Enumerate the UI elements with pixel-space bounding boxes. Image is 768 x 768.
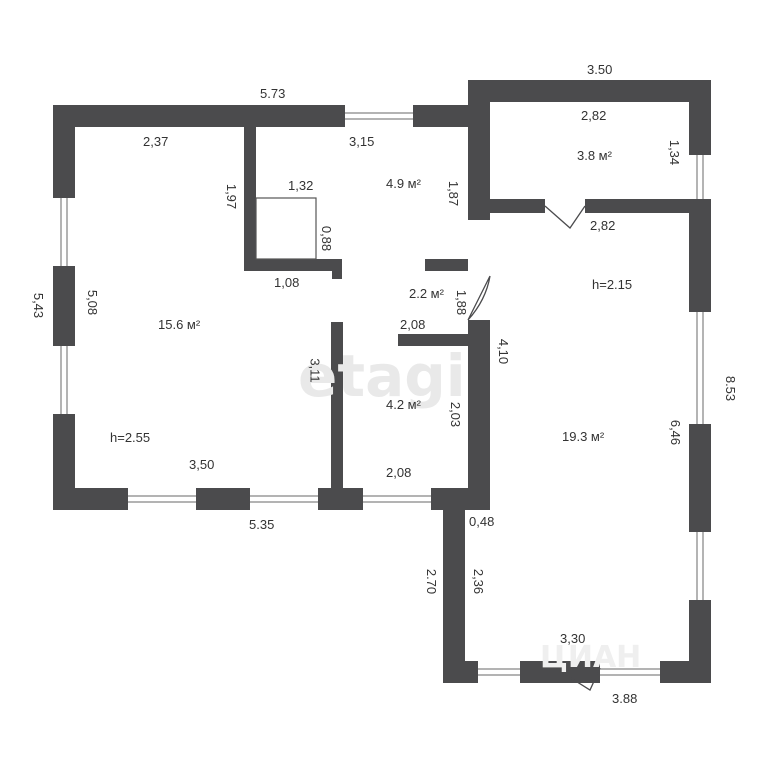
window-left-upper bbox=[53, 198, 75, 266]
dim-bottom-left: 5.35 bbox=[249, 517, 275, 532]
hall-area: 2.2 м² bbox=[409, 286, 444, 301]
wall-outer-left bbox=[53, 105, 75, 510]
window-bottom-3 bbox=[363, 488, 431, 510]
wall-small-top bbox=[398, 334, 468, 346]
hall-side-dim: 1,88 bbox=[454, 289, 470, 316]
window-bottom-right-2 bbox=[600, 661, 660, 683]
window-right-low bbox=[689, 532, 711, 600]
window-right-top bbox=[689, 155, 711, 199]
dim-step-width: 0,48 bbox=[469, 514, 495, 529]
small-right-dim: 2,03 bbox=[448, 401, 464, 428]
wall-top-right-bottom-b bbox=[585, 199, 700, 213]
big-lower-left-dim: 2,36 bbox=[471, 568, 487, 595]
window-top bbox=[345, 105, 413, 127]
wall-bath-left bbox=[244, 127, 256, 269]
window-right-mid bbox=[689, 312, 711, 424]
window-bottom-right-1 bbox=[478, 661, 520, 683]
topright-area: 3.8 м² bbox=[577, 148, 612, 163]
bath-area: 4.9 м² bbox=[386, 176, 421, 191]
small-area: 4.2 м² bbox=[386, 397, 421, 412]
living-area: 15.6 м² bbox=[158, 317, 201, 332]
watermark-corner: ЦИАН bbox=[540, 640, 642, 675]
wall-right-block-top bbox=[468, 80, 711, 102]
closet-height-dim: 0,88 bbox=[319, 225, 335, 252]
wall-step-vertical bbox=[468, 320, 490, 510]
big-height: h=2.15 bbox=[592, 277, 633, 292]
window-bottom-1 bbox=[128, 488, 196, 510]
wall-lower-left-step bbox=[443, 510, 465, 683]
window-bottom-2 bbox=[250, 488, 318, 510]
big-bottom-dim: 3,30 bbox=[560, 631, 586, 646]
big-left-dim: 4,10 bbox=[496, 338, 512, 365]
bath-left-dim: 1,97 bbox=[224, 183, 240, 210]
living-side-dim: 5,08 bbox=[85, 289, 101, 316]
hall-bottom-dim: 2,08 bbox=[400, 317, 426, 332]
closet-width-dim: 1,32 bbox=[288, 178, 314, 193]
wall-bath-bottom bbox=[244, 259, 342, 271]
window-left-lower bbox=[53, 346, 75, 414]
wall-hall-stub bbox=[425, 259, 468, 271]
wall-bath-stub bbox=[332, 259, 342, 279]
dim-top-left-wall: 5.73 bbox=[260, 86, 286, 101]
door-entrance bbox=[554, 667, 601, 691]
dim-bottom-right: 3.88 bbox=[612, 691, 638, 706]
living-height: h=2.55 bbox=[110, 430, 151, 445]
closet-outline bbox=[255, 197, 317, 260]
watermark-brand: etagi bbox=[298, 342, 466, 410]
topright-top-dim: 2,82 bbox=[581, 108, 607, 123]
wall-living-right bbox=[331, 322, 343, 488]
dim-right-outer: 8.53 bbox=[723, 375, 739, 402]
living-bottom-dim: 3,50 bbox=[189, 457, 215, 472]
bath-top-dim: 3,15 bbox=[349, 134, 375, 149]
big-area: 19.3 м² bbox=[562, 429, 605, 444]
topright-right-dim: 1,34 bbox=[667, 139, 683, 166]
topright-bottom-dim: 2,82 bbox=[590, 218, 616, 233]
bath-right-dim: 1,87 bbox=[446, 180, 462, 207]
door-top-right bbox=[544, 205, 586, 229]
big-right-dim: 6,46 bbox=[668, 419, 684, 446]
bath-bottom-dim: 1,08 bbox=[274, 275, 300, 290]
wall-top-right-left bbox=[468, 80, 490, 220]
dim-lower-left-step: 2.70 bbox=[424, 568, 440, 595]
living-right-dim: 3,11 bbox=[307, 358, 323, 383]
small-bottom-dim: 2,08 bbox=[386, 465, 412, 480]
dim-left-outer: 5,43 bbox=[31, 292, 47, 319]
door-hall bbox=[467, 275, 491, 321]
dim-top-right-wall: 3.50 bbox=[587, 62, 613, 77]
wall-top-right-bottom-a bbox=[490, 199, 545, 213]
living-top-dim: 2,37 bbox=[143, 134, 169, 149]
